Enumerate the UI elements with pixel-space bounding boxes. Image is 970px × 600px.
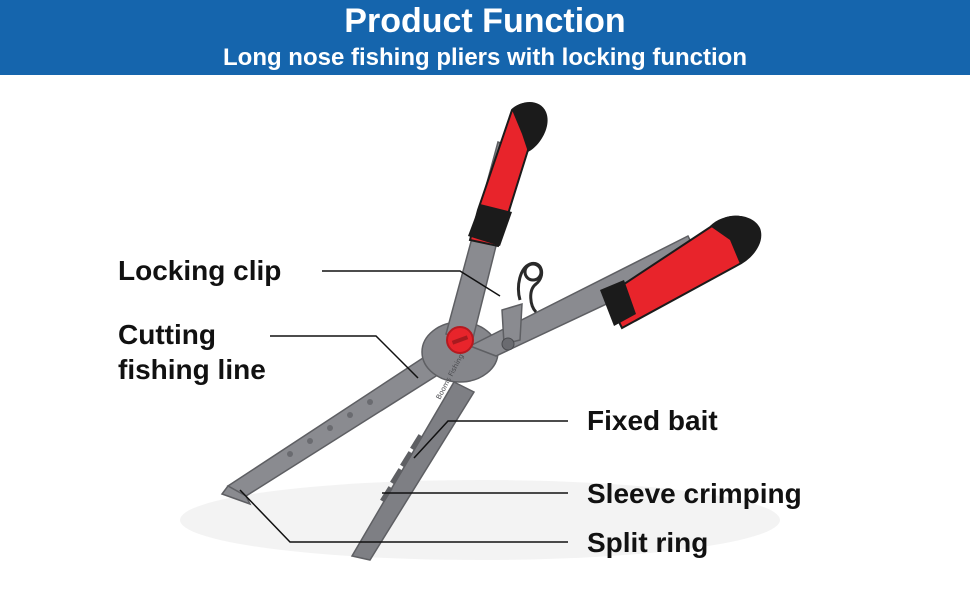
spring-icon	[516, 261, 544, 314]
locking-clip	[501, 302, 523, 345]
left-grip-endcap	[512, 102, 548, 152]
right-grip-endcap	[710, 215, 762, 264]
page-title: Product Function	[344, 2, 626, 40]
pivot-screw-icon	[446, 326, 474, 354]
leader-split-ring	[239, 489, 568, 543]
label-locking-clip: Locking clip	[118, 255, 282, 286]
left-grip-collar	[468, 204, 512, 246]
leader-locking-clip	[322, 270, 501, 297]
callout-lines	[239, 270, 568, 543]
leader-fixed-bait	[413, 420, 568, 459]
label-cutting-2: fishing line	[118, 354, 266, 385]
label-split-ring: Split ring	[587, 527, 709, 558]
page-subtitle: Long nose fishing pliers with locking fu…	[223, 44, 747, 71]
leader-cutting-line	[270, 335, 419, 379]
label-cutting-1: Cutting	[118, 319, 216, 350]
label-sleeve-crimping: Sleeve crimping	[587, 478, 802, 509]
label-fixed-bait: Fixed bait	[587, 405, 718, 436]
clip-rivet	[501, 337, 515, 351]
floor-shadow	[180, 480, 780, 560]
right-grip-collar	[600, 280, 636, 326]
crimping-grooves	[380, 434, 423, 503]
split-ring-tip	[220, 485, 252, 506]
jaw-serrations	[287, 399, 373, 457]
header-bar: Product Function Long nose fishing plier…	[0, 0, 970, 75]
